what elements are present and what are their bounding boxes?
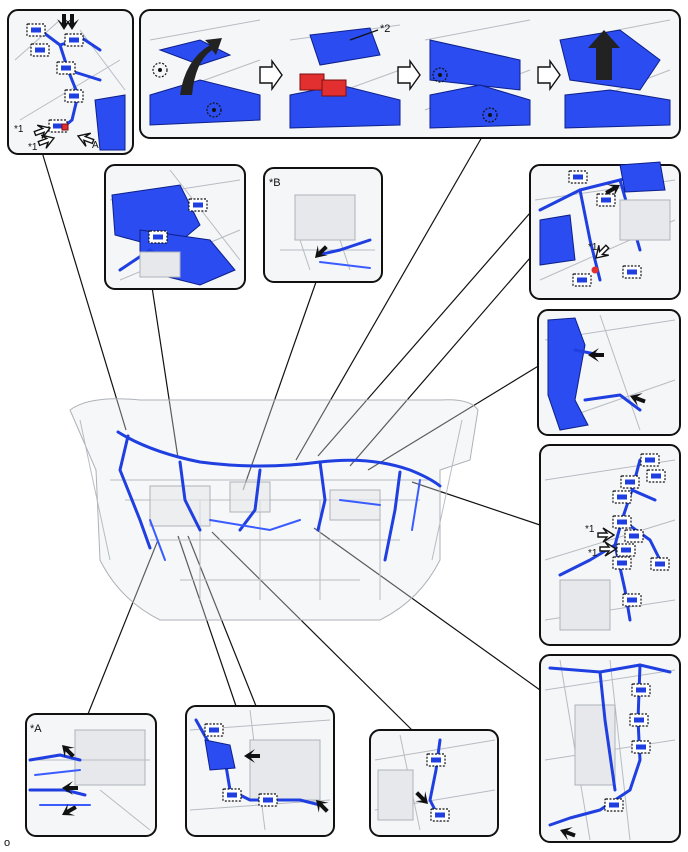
clip-icon [426, 753, 446, 767]
detail-bottom-3 [369, 729, 499, 837]
clip-icon [640, 453, 660, 467]
clip-icon [56, 61, 76, 75]
detail-top-left: *1 *1 A [7, 9, 134, 155]
clip-icon [624, 529, 644, 543]
clip-icon [612, 490, 632, 504]
clip-icon [572, 273, 592, 287]
detail-b: *B [263, 167, 383, 283]
clip-icon [620, 475, 640, 489]
callout-a: *A [30, 723, 42, 735]
clip-icon [604, 798, 624, 812]
clip-icon [258, 793, 278, 807]
callout-2: *2 [380, 23, 390, 35]
detail-a: *A [25, 713, 157, 837]
clip-icon [64, 89, 84, 103]
clip-icon [616, 543, 636, 557]
callout-1: *1 [28, 142, 38, 153]
step-4-panel [559, 19, 671, 129]
figure-code: o [4, 837, 10, 849]
step-3-panel [424, 19, 531, 129]
clip-icon [650, 557, 670, 571]
clip-icon [430, 808, 450, 822]
step-2-panel: *2 [289, 23, 401, 129]
clip-icon [622, 593, 642, 607]
rotate-arrow-icon [180, 38, 222, 95]
step-1-panel [149, 19, 261, 126]
callout-1: *1 [588, 548, 598, 559]
clip-icon [612, 556, 632, 570]
clip-icon [30, 43, 50, 57]
clip-icon [629, 713, 649, 727]
callout-1: *1 [588, 242, 598, 253]
clip-icon [26, 23, 46, 37]
callout-1: *1 [585, 524, 595, 535]
clip-icon [188, 198, 208, 212]
clip-icon [631, 740, 651, 754]
clip-icon [568, 170, 588, 184]
lift-arrow-icon [588, 30, 620, 80]
main-dashboard-view [69, 398, 479, 621]
clip-icon [148, 230, 168, 244]
callout-b: *B [269, 177, 281, 189]
detail-right-4 [539, 654, 681, 843]
detail-right-2 [537, 309, 681, 436]
detail-upper-left-center [104, 164, 246, 290]
sequence-strip: *2 [139, 9, 681, 139]
detail-right-1: *1 [529, 161, 681, 300]
clip-icon [631, 683, 651, 697]
callout-1: *1 [14, 124, 24, 135]
leader-lines [41, 136, 541, 731]
clip-icon [612, 515, 632, 529]
clip-icon [646, 469, 666, 483]
callout-letter-a: A [92, 140, 99, 151]
clip-icon [622, 265, 642, 279]
detail-bottom-2 [185, 705, 335, 837]
clip-icon [222, 788, 242, 802]
clip-icon [204, 723, 224, 737]
detail-right-3: *1 *1 [539, 444, 681, 646]
clip-icon [596, 193, 616, 207]
clip-icon [64, 33, 84, 47]
